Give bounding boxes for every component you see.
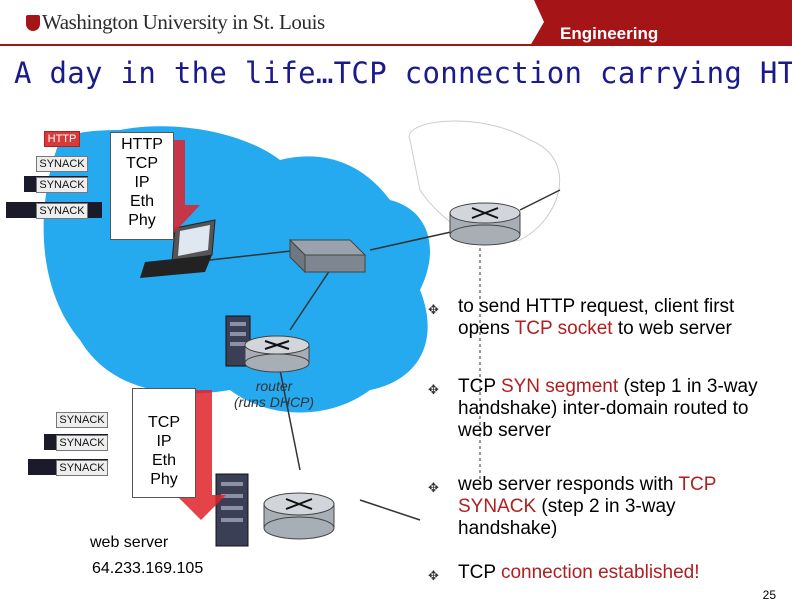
header-divider bbox=[0, 44, 792, 46]
school-name: Engineering bbox=[560, 24, 659, 43]
bullet-highlight: connection established! bbox=[500, 562, 700, 583]
bullet-icon: ✥ bbox=[428, 480, 439, 495]
bullet-item: ✥ TCP connection established! bbox=[424, 562, 778, 584]
stack-layer: Phy bbox=[150, 471, 178, 488]
switch-icon bbox=[288, 238, 367, 274]
router-icon bbox=[263, 492, 335, 540]
bullet-text: (step 2 in 3-way handshake) bbox=[458, 496, 676, 539]
bullet-highlight: SYN segment bbox=[500, 376, 619, 397]
bullet-text: to web server bbox=[612, 318, 732, 339]
engineering-banner bbox=[530, 0, 792, 46]
bullet-item: ✥ web server responds with TCP SYNACK (s… bbox=[424, 474, 778, 540]
network-link bbox=[369, 229, 461, 251]
stack-arrow bbox=[176, 390, 226, 520]
client-protocol-stack: HTTP TCP IP Eth Phy bbox=[110, 132, 174, 240]
bullet-icon: ✥ bbox=[428, 568, 439, 583]
server-protocol-stack: TCP IP Eth Phy bbox=[132, 388, 196, 498]
network-link bbox=[279, 369, 301, 471]
packet-synack: SYNACK bbox=[36, 156, 88, 172]
stack-layer: Eth bbox=[151, 452, 176, 469]
network-link bbox=[359, 499, 421, 521]
web-server-ip: 64.233.169.105 bbox=[92, 560, 204, 577]
packet-synack: SYNACK bbox=[36, 177, 88, 193]
stack-layer: HTTP bbox=[121, 136, 163, 153]
bullet-item: ✥ to send HTTP request, client first ope… bbox=[424, 296, 778, 340]
page-number: 25 bbox=[762, 588, 776, 602]
bullet-highlight: TCP socket bbox=[514, 318, 613, 339]
bullet-text: TCP bbox=[458, 376, 501, 397]
university-name: Washington University in St. Louis bbox=[42, 10, 325, 34]
bullet-text: web server responds with bbox=[458, 474, 679, 495]
laptop-icon bbox=[140, 219, 216, 278]
router-icon bbox=[449, 202, 521, 246]
slide-title: A day in the life…TCP connection carryin… bbox=[14, 56, 792, 90]
network-link bbox=[209, 249, 301, 261]
packet-synack: SYNACK bbox=[36, 203, 88, 219]
bullet-item: ✥ TCP SYN segment (step 1 in 3-way hands… bbox=[424, 376, 778, 442]
stack-layer: IP bbox=[134, 174, 150, 191]
network-cloud bbox=[43, 126, 430, 413]
router-icon bbox=[244, 335, 310, 373]
logo-shield-icon bbox=[26, 15, 40, 31]
packet-http: HTTP bbox=[44, 131, 80, 147]
packet-synack: SYNACK bbox=[56, 412, 108, 428]
stack-layer: Phy bbox=[128, 212, 156, 229]
stack-layer: TCP bbox=[148, 414, 180, 431]
stack-layer: Eth bbox=[129, 193, 154, 210]
router-label: router (runs DHCP) bbox=[222, 378, 326, 410]
bullet-text: to send HTTP request, client first opens bbox=[458, 296, 735, 339]
packet-synack: SYNACK bbox=[56, 435, 108, 451]
server-icon bbox=[215, 473, 249, 547]
network-link bbox=[289, 269, 331, 331]
bullet-text: TCP bbox=[458, 562, 501, 583]
university-logo: Washington University in St. Louis bbox=[26, 10, 325, 35]
bullet-icon: ✥ bbox=[428, 382, 439, 397]
web-server-label: web server bbox=[90, 534, 169, 551]
packet-synack: SYNACK bbox=[56, 460, 108, 476]
router-label-line2: (runs DHCP) bbox=[233, 394, 315, 410]
stack-layer: IP bbox=[156, 433, 172, 450]
network-link bbox=[519, 189, 561, 211]
bullet-highlight: TCP SYNACK bbox=[458, 474, 717, 517]
bullet-text: (step 1 in 3-way handshake) inter-domain… bbox=[458, 376, 758, 441]
router-label-line1: router bbox=[255, 378, 293, 394]
bullet-icon: ✥ bbox=[428, 302, 439, 317]
stack-layer: TCP bbox=[126, 155, 158, 172]
